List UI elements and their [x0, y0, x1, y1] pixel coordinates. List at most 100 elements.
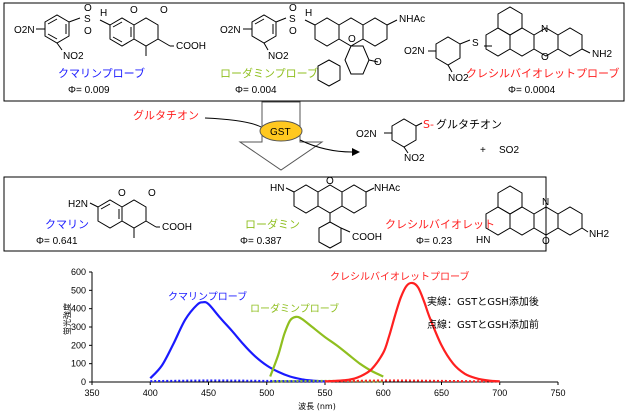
product-arrow	[299, 139, 353, 153]
chart-y-tick-label: 0	[81, 377, 86, 387]
coumarin-probe-o-bottom: O	[84, 26, 92, 37]
chart-series-label-rhodamine: ローダミンプローブ	[250, 302, 339, 315]
chart-series-line-0-solid	[149, 300, 326, 383]
chart-x-tick-label: 600	[376, 388, 391, 398]
chart-x-tick-label: 500	[259, 388, 274, 398]
cresyl-product-hn: HN	[476, 235, 490, 246]
coumarin-product-o-carbonyl: O	[148, 188, 156, 199]
rhodamine-probe-name: ローダミンプローブ	[220, 66, 318, 80]
coumarin-probe-nh: H	[100, 8, 107, 19]
coumarin-probe-cooh: COOH	[176, 41, 206, 52]
rhodamine-probe-o-ring: O	[348, 34, 356, 45]
rhodamine-product-o-ring: O	[326, 176, 334, 187]
byproduct: SO2	[499, 145, 519, 156]
rhodamine-product-cooh: COOH	[352, 232, 382, 243]
rhodamine-probe-structure	[243, 14, 398, 87]
rhodamine-probe-o-lactone: O	[374, 57, 382, 68]
coumarin-product-phi: Φ= 0.641	[36, 236, 78, 247]
coumarin-probe-o-top: O	[84, 3, 92, 14]
chart-x-tick-label: 450	[201, 388, 216, 398]
rhodamine-product-hn: HN	[270, 183, 284, 194]
chart-series	[149, 281, 500, 383]
rhodamine-product-structure	[285, 184, 375, 249]
chart-y-axis-label: 蛍光強度	[62, 303, 72, 335]
chart-x-tick-label: 700	[492, 388, 507, 398]
rhodamine-probe-o-bottom: O	[289, 26, 297, 37]
coumarin-probe-no2-a: O2N	[14, 25, 35, 36]
gst-enzyme-badge	[259, 120, 303, 142]
chart-y-tick-label: 200	[71, 340, 86, 350]
chart-series-line-4-solid	[324, 281, 500, 383]
chart-series-label-cresyl: クレシルバイオレットプローブ	[330, 270, 469, 283]
product-s-prefix: S-	[423, 118, 434, 131]
probes-box	[3, 2, 625, 102]
chart-x-tick-label: 650	[434, 388, 449, 398]
rhodamine-product-phi: Φ= 0.387	[240, 236, 282, 247]
rhodamine-probe-phi: Φ= 0.004	[235, 85, 277, 96]
coumarin-probe-s: S	[84, 14, 91, 25]
cresyl-probe-n-ring: N	[541, 24, 548, 35]
chart-y-tick-label: 400	[71, 304, 86, 314]
chart-axes: 350 400 450 500 550 600 650 700 750 0 100 200 300 400…	[71, 267, 566, 398]
rhodamine-probe-no2-b: NO2	[268, 51, 289, 62]
rhodamine-probe-nhac: NHAc	[399, 14, 425, 25]
coumarin-probe-o-carbonyl: O	[160, 5, 168, 16]
chart-x-tick-label: 400	[143, 388, 158, 398]
coumarin-product-cooh: COOH	[162, 222, 192, 233]
cresyl-probe-no2-b: NO2	[448, 73, 469, 84]
chart-legend-dotted: 点線：GSTとGSH添加前	[427, 318, 539, 331]
rhodamine-probe-no2-a: O2N	[220, 25, 241, 36]
product-no2-b: NO2	[404, 153, 425, 164]
chart-series-line-5-dotted	[324, 379, 500, 383]
cresyl-product-phi: Φ= 0.23	[416, 236, 452, 247]
chart-x-tick-label: 350	[84, 388, 99, 398]
chart-y-tick-label: 500	[71, 285, 86, 295]
cresyl-product-nh2: NH2	[589, 229, 609, 240]
cresyl-product-n-ring: N	[542, 197, 549, 208]
coumarin-probe-o-ring: O	[130, 5, 138, 16]
rhodamine-product-nhac: NHAc	[374, 183, 400, 194]
cresyl-probe-s: S	[472, 38, 479, 49]
coumarin-product-o-ring: O	[118, 188, 126, 199]
reaction-plus: +	[480, 145, 486, 156]
substrate-arrow	[204, 117, 264, 129]
coumarin-product-structure	[89, 199, 160, 238]
chart-y-tick-label: 300	[71, 322, 86, 332]
chart-x-axis-label: 波長 (nm)	[298, 401, 336, 411]
rhodamine-probe-s: S	[289, 14, 296, 25]
coumarin-probe-phi: Φ= 0.009	[68, 85, 110, 96]
products-box	[3, 176, 547, 252]
reaction-substrate: グルタチオン	[133, 108, 199, 122]
gst-enzyme-label: GST	[270, 127, 291, 138]
cresyl-probe-o-ring: O	[541, 52, 549, 63]
chart-y-tick-label: 100	[71, 359, 86, 369]
cresyl-probe-no2-a: O2N	[404, 46, 425, 57]
chart-series-label-coumarin: クマリンプローブ	[168, 290, 247, 303]
chart-x-tick-label: 550	[317, 388, 332, 398]
chart-series-line-2-solid	[269, 315, 384, 378]
coumarin-probe-name: クマリンプローブ	[58, 66, 145, 80]
chart-x-tick-label: 750	[550, 388, 565, 398]
cresyl-product-name: クレシルバイオレット	[385, 218, 495, 231]
cresyl-probe-phi: Φ= 0.0004	[508, 85, 556, 96]
product-arrowhead	[352, 148, 360, 156]
coumarin-product-name: クマリン	[45, 218, 89, 231]
cresyl-probe-nh2: NH2	[592, 49, 612, 60]
rhodamine-product-name: ローダミン	[245, 217, 300, 231]
cresyl-probe-name: クレシルバイオレットプローブ	[466, 66, 619, 80]
cresyl-product-structure	[485, 185, 589, 236]
gs-product-structure	[384, 118, 423, 154]
coumarin-probe-structure	[36, 14, 174, 56]
chart-legend-solid: 実線：GSTとGSH添加後	[427, 295, 539, 308]
rhodamine-probe-o-top: O	[289, 3, 297, 14]
rhodamine-probe-nh: H	[305, 8, 312, 19]
cresyl-product-o-ring: O	[542, 236, 550, 247]
cresyl-probe-structure	[428, 6, 591, 73]
fluorescence-spectrum-chart: 350 400 450 500 550 600 650 700 750 0 100 200 300 400…	[62, 267, 566, 411]
chart-y-tick-label: 600	[71, 267, 86, 277]
chart-series-line-1-dotted	[150, 379, 326, 383]
coumarin-probe-no2-b: NO2	[63, 51, 84, 62]
product-no2-a: O2N	[356, 129, 377, 140]
coumarin-product-h2n: H2N	[68, 199, 88, 210]
